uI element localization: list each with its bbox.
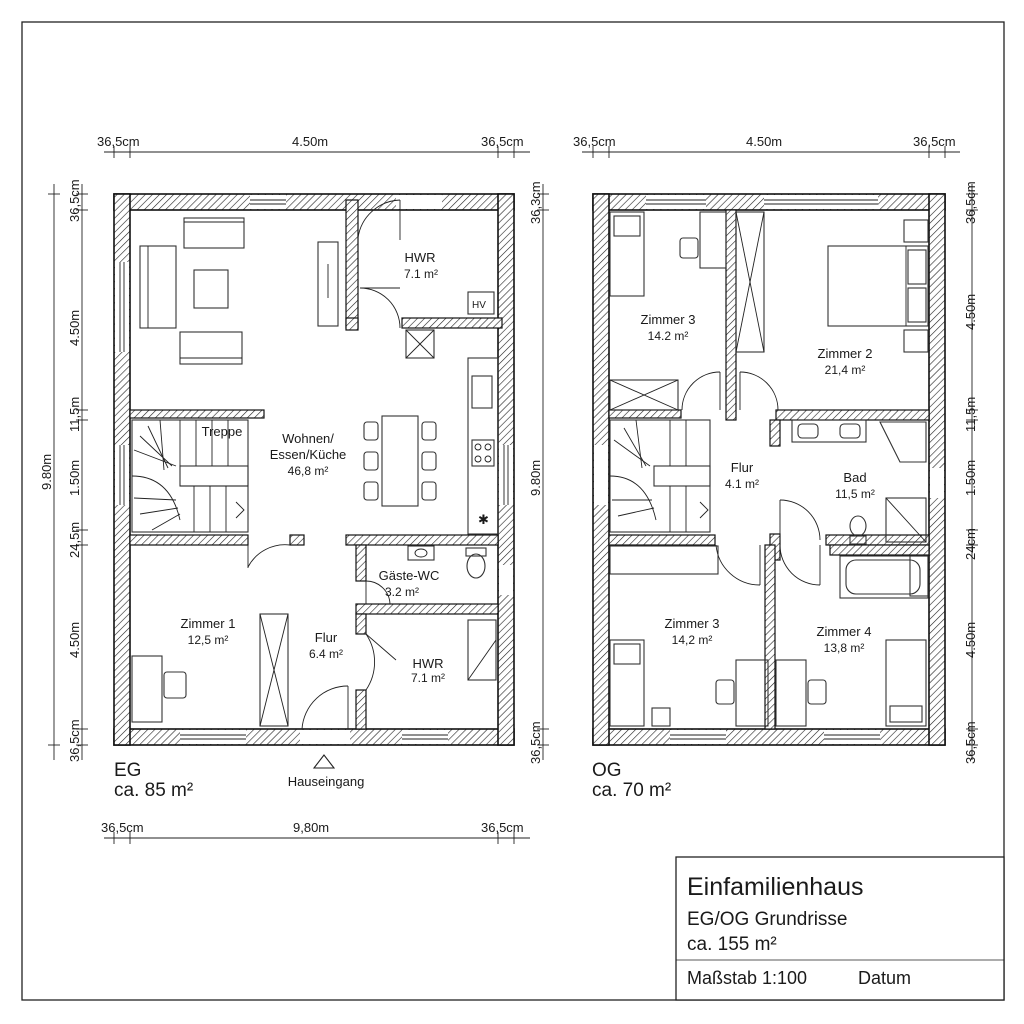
og-room3-top-furniture xyxy=(609,211,727,411)
eg-dim-left-1: 36,5cm xyxy=(67,179,82,222)
eg-dim-top-right: 36,5cm xyxy=(481,134,524,149)
og-room2-name: Zimmer 2 xyxy=(818,346,873,361)
title-block-title: Einfamilienhaus xyxy=(687,873,864,901)
eg-wc-area: 3.2 m² xyxy=(385,585,419,599)
eg-hwr-shelf xyxy=(467,619,497,681)
entrance-arrow-icon xyxy=(312,754,336,769)
eg-dim-left-7: 36,5cm xyxy=(67,719,82,762)
og-floor-name: OG xyxy=(592,760,622,781)
eg-dim-bottom-mid: 9,80m xyxy=(293,820,329,835)
eg-dim-left-5: 24,5m xyxy=(67,522,82,558)
og-dim-top-mid: 4.50m xyxy=(746,134,782,149)
eg-hwr-bottom-name: HWR xyxy=(412,656,443,671)
eg-wc-name: Gäste-WC xyxy=(379,568,440,583)
og-dim-right-4: 1.50m xyxy=(963,460,978,496)
eg-hwr-top-area: 7.1 m² xyxy=(404,267,438,281)
og-room3-bottom-area: 14,2 m² xyxy=(672,633,713,647)
eg-dim-left-4: 1.50m xyxy=(67,460,82,496)
og-interior-walls xyxy=(608,209,930,730)
eg-dim-right-total: 9.80m xyxy=(528,460,543,496)
og-doors xyxy=(681,371,821,586)
og-dim-right-6: 4.50m xyxy=(963,622,978,658)
og-dimension-top: 36,5cm 4.50m 36,5cm xyxy=(573,134,960,158)
eg-exterior-walls xyxy=(113,193,515,746)
og-room2-area: 21,4 m² xyxy=(825,363,866,377)
eg-floor-name: EG xyxy=(114,760,141,781)
eg-dim-left-total: 9.80m xyxy=(39,454,54,490)
upper-floor-plan: 36,5cm 4.50m 36,5cm 36,5cm 4.50m 11,5m 1… xyxy=(573,134,978,801)
og-room3-top-area: 14.2 m² xyxy=(648,329,689,343)
og-room4-area: 13,8 m² xyxy=(824,641,865,655)
eg-dim-top-left: 36,5cm xyxy=(97,134,140,149)
og-stairs xyxy=(609,419,711,533)
eg-wc-fixtures xyxy=(407,545,487,579)
og-dim-right-7: 36,5cm xyxy=(963,721,978,764)
eg-dim-left-2: 4.50m xyxy=(67,310,82,346)
eg-room1-furniture xyxy=(131,613,289,727)
eg-stairs xyxy=(131,419,249,533)
eg-doors xyxy=(247,199,401,730)
eg-living-furniture xyxy=(139,217,339,365)
eg-room1-area: 12,5 m² xyxy=(188,633,229,647)
og-room2-bed xyxy=(827,219,929,353)
eg-dimension-right: 36,3cm 9.80m 36,5cm xyxy=(528,181,549,764)
eg-dim-right-bottom: 36,5cm xyxy=(528,721,543,764)
og-dim-top-right: 36,5cm xyxy=(913,134,956,149)
eg-kitchen-counter: ✱ xyxy=(467,357,499,535)
og-floor-area: ca. 70 m² xyxy=(592,780,671,801)
og-room3-bottom-furniture xyxy=(609,545,769,727)
eg-dimension-left: 36,5cm 4.50m 11,5m 1.50m 24,5m 4.50m 36,… xyxy=(39,179,88,762)
eg-living-name-1: Wohnen/ xyxy=(282,431,334,446)
kitchen-star-icon: ✱ xyxy=(478,512,489,527)
eg-hwr-bottom-area: 7.1 m² xyxy=(411,671,445,685)
title-block-scale: Maßstab 1:100 xyxy=(687,968,807,988)
og-room3-top-name: Zimmer 3 xyxy=(641,312,696,327)
sheet-border xyxy=(21,21,1005,1001)
eg-hall-area: 6.4 m² xyxy=(309,647,343,661)
og-room4-furniture xyxy=(775,555,929,727)
title-block: Einfamilienhaus EG/OG Grundrisse ca. 155… xyxy=(675,856,1005,1001)
og-hall-name: Flur xyxy=(731,460,754,475)
og-dimension-right: 36,5cm 4.50m 11,5m 1.50m 24cm 4.50m 36,5… xyxy=(963,181,978,764)
entrance-label: Hauseingang xyxy=(288,774,365,789)
eg-stairs-name: Treppe xyxy=(202,424,243,439)
og-wardrobe xyxy=(735,211,765,353)
og-dim-top-left: 36,5cm xyxy=(573,134,616,149)
title-block-subtitle: EG/OG Grundrisse xyxy=(687,909,848,930)
og-bath-area: 11,5 m² xyxy=(835,487,875,501)
ground-floor-plan: 36,5cm 4.50m 36,5cm 36,5cm 9,80m 36,5cm xyxy=(39,134,549,844)
eg-dim-bottom-left: 36,5cm xyxy=(101,820,144,835)
eg-chimney xyxy=(405,329,435,359)
og-bath-name: Bad xyxy=(843,470,866,485)
eg-hall-name: Flur xyxy=(315,630,338,645)
og-dim-right-3: 11,5m xyxy=(963,397,978,432)
og-room3-bottom-name: Zimmer 3 xyxy=(665,616,720,631)
eg-living-name-2: Essen/Küche xyxy=(270,447,347,462)
eg-interior-walls xyxy=(129,199,503,730)
eg-dimension-top: 36,5cm 4.50m 36,5cm xyxy=(97,134,530,158)
eg-living-area: 46,8 m² xyxy=(288,464,329,478)
eg-hwr-top-name: HWR xyxy=(404,250,435,265)
eg-dim-right-top: 36,3cm xyxy=(528,181,543,224)
eg-dining-table xyxy=(363,415,437,507)
og-dim-right-2: 4.50m xyxy=(963,294,978,330)
og-dim-right-5: 24cm xyxy=(963,528,978,560)
eg-hwr-appliance: HV xyxy=(467,291,495,315)
title-block-area: ca. 155 m² xyxy=(687,934,777,955)
eg-floor-area: ca. 85 m² xyxy=(114,780,193,801)
og-hall-area: 4.1 m² xyxy=(725,477,759,491)
eg-dim-left-6: 4.50m xyxy=(67,622,82,658)
og-dim-right-1: 36,5cm xyxy=(963,181,978,224)
eg-dim-top-mid: 4.50m xyxy=(292,134,328,149)
title-block-date: Datum xyxy=(858,968,911,988)
og-exterior-walls xyxy=(592,193,946,746)
og-room4-name: Zimmer 4 xyxy=(817,624,872,639)
og-bath-fixtures xyxy=(791,419,929,599)
eg-dim-bottom-right: 36,5cm xyxy=(481,820,524,835)
eg-room1-name: Zimmer 1 xyxy=(181,616,236,631)
eg-dimension-bottom: 36,5cm 9,80m 36,5cm xyxy=(101,820,530,844)
hv-label: HV xyxy=(472,300,486,311)
eg-dim-left-3: 11,5m xyxy=(67,397,82,432)
